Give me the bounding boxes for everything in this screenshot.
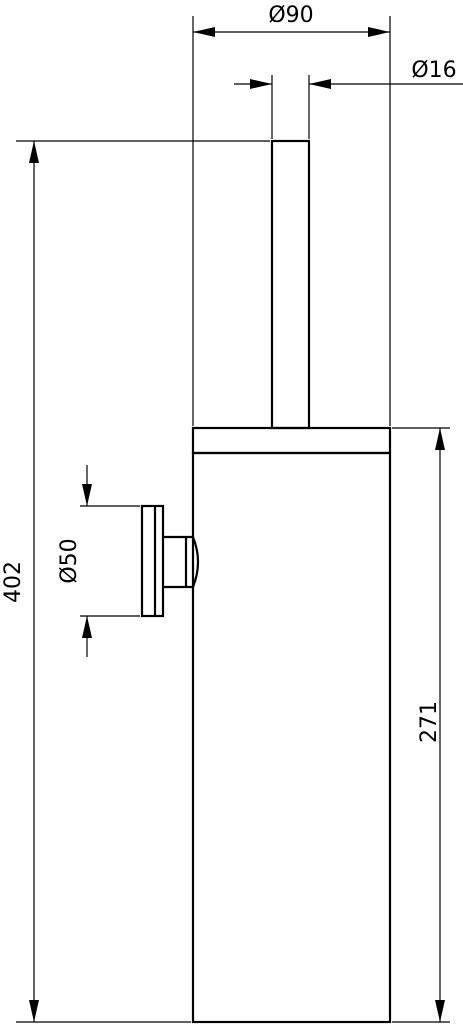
dimension-label-wall-mount-diameter: Ø50 [57, 538, 82, 583]
container-body [191, 451, 392, 1024]
wall-mount-plate [140, 504, 165, 618]
toilet-brush-holder [140, 139, 392, 1024]
arrow-bottom [435, 1000, 445, 1022]
dimension-total-height: 402 [1, 140, 270, 1023]
dimension-body-diameter: Ø90 [192, 3, 391, 426]
dimension-handle-diameter: Ø16 [234, 58, 463, 139]
dimension-wall-mount-diameter: Ø50 [57, 465, 140, 657]
brush-handle [270, 139, 311, 430]
arrow-left [250, 79, 272, 89]
wall-mount-bracket [163, 535, 200, 589]
arrow-left [193, 27, 215, 37]
dimension-label-handle-diameter: Ø16 [411, 58, 456, 83]
arrow-top [29, 141, 39, 163]
arrow-bottom [29, 1000, 39, 1022]
dimension-label-total-height: 402 [1, 561, 26, 603]
dimension-label-container-height: 271 [417, 701, 442, 743]
container-lid [191, 426, 392, 455]
dimension-container-height: 271 [392, 427, 450, 1023]
arrow-right [368, 27, 390, 37]
arrow-bottom [82, 616, 92, 638]
arrow-top [435, 428, 445, 450]
dimension-label-body-diameter: Ø90 [268, 3, 313, 28]
arrow-right [309, 79, 331, 89]
arrow-top [82, 484, 92, 506]
